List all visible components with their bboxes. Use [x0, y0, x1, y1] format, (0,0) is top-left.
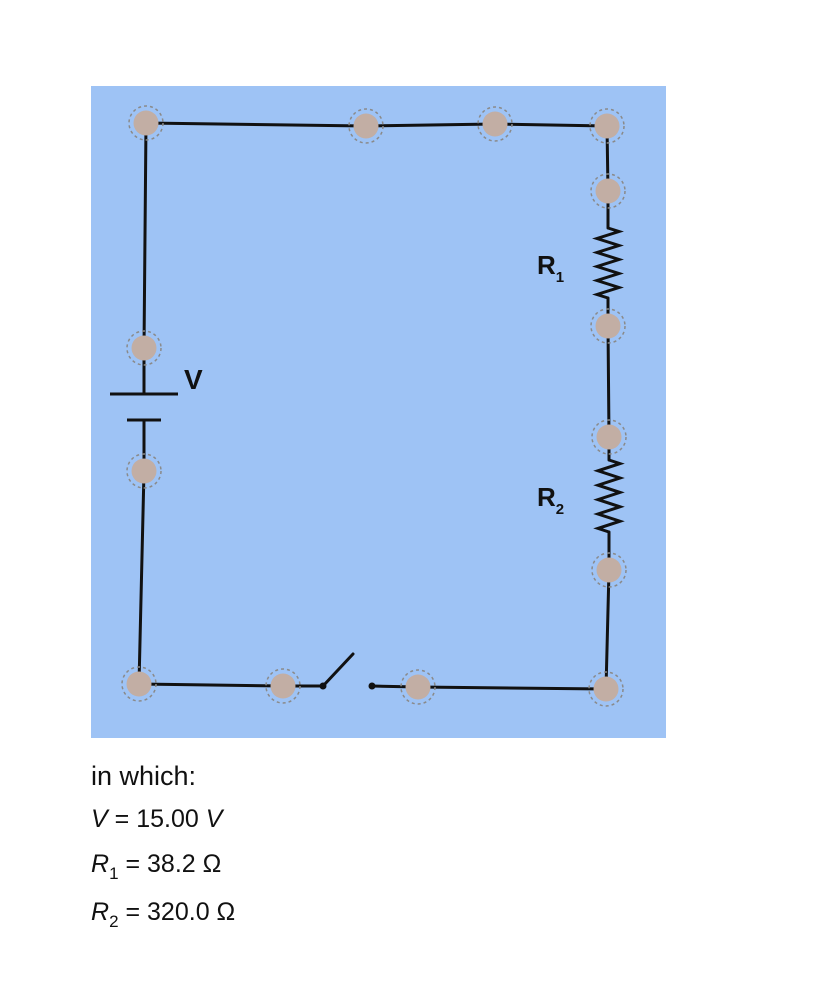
connection-node: [589, 108, 625, 144]
legend: in which: V = 15.00 V R1 = 38.2 Ω R2 = 3…: [91, 760, 591, 945]
connection-node: [590, 308, 626, 344]
node-top-corner: [594, 113, 620, 139]
node-top-mid: [353, 113, 379, 139]
node-bottom-right: [593, 676, 619, 702]
node-top-right-ring: [477, 106, 513, 142]
legend-value: 38.2: [147, 850, 196, 878]
legend-value: 320.0: [147, 898, 210, 926]
wire-bottom-right: [416, 685, 608, 691]
legend-value: 15.00: [136, 805, 199, 833]
connection-node: [126, 453, 162, 489]
node-bottom-mid-left: [270, 673, 296, 699]
node-r1-bottom-ring: [590, 308, 626, 344]
switch-pivot: [319, 682, 327, 690]
resistor-r1-zigzag: [592, 226, 624, 300]
wire-right-mid: [606, 324, 611, 439]
resistor-r2-zigzag: [593, 458, 625, 534]
switch-contact: [368, 682, 376, 690]
wire-top-left: [144, 121, 368, 128]
legend-intro: in which:: [91, 761, 197, 791]
legend-equals: =: [107, 805, 137, 833]
legend-symbol: R: [91, 898, 110, 926]
node-r2-bottom: [596, 557, 622, 583]
circuit-diagram: V R1 R2: [91, 86, 666, 738]
r2-label-main: R: [537, 482, 556, 512]
legend-symbol: R: [91, 850, 110, 878]
node-r1-bottom: [595, 313, 621, 339]
r1-label: R1: [537, 250, 564, 286]
node-top-left: [133, 110, 159, 136]
node-top-left-ring: [128, 105, 164, 141]
connection-node: [588, 671, 624, 707]
wire-right-bottom: [604, 568, 611, 691]
node-top-right: [482, 111, 508, 137]
legend-symbol: V: [91, 805, 108, 833]
node-bottom-left-ring: [121, 666, 157, 702]
wire-left-upper: [142, 121, 148, 350]
connection-node: [591, 419, 627, 455]
legend-unit: V: [205, 805, 223, 833]
connection-node: [400, 669, 436, 705]
node-bottom-mid-right-ring: [400, 669, 436, 705]
connection-node: [348, 108, 384, 144]
node-bottom-right-ring: [588, 671, 624, 707]
legend-subscript: 1: [109, 864, 119, 883]
legend-equals: =: [118, 898, 148, 926]
r2-label-sub: 2: [556, 501, 564, 518]
node-top-corner-ring: [589, 108, 625, 144]
circuit-background: [91, 86, 666, 738]
legend-subscript: 2: [109, 912, 119, 931]
legend-row-r2: R2 = 320.0 Ω: [91, 897, 591, 931]
node-battery-top-ring: [126, 330, 162, 366]
node-top-mid-ring: [348, 108, 384, 144]
wire-top-mid: [364, 122, 497, 128]
connection-node: [591, 552, 627, 588]
wire-bottom-left: [137, 682, 285, 688]
connection-node: [126, 330, 162, 366]
node-battery-bottom: [131, 458, 157, 484]
node-bottom-mid-left-ring: [265, 668, 301, 704]
r1-label-main: R: [537, 250, 556, 280]
node-r2-top-ring: [591, 419, 627, 455]
legend-unit: Ω: [216, 898, 236, 926]
legend-row-r1: R1 = 38.2 Ω: [91, 849, 591, 883]
wire-left-lower: [137, 469, 146, 686]
connection-node: [477, 106, 513, 142]
wire-top-right: [493, 122, 609, 128]
node-r2-bottom-ring: [591, 552, 627, 588]
r2-label: R2: [537, 482, 564, 518]
r1-label-sub: 1: [556, 269, 564, 286]
connection-node: [121, 666, 157, 702]
node-r1-top: [595, 178, 621, 204]
components: [110, 226, 625, 690]
connection-node: [128, 105, 164, 141]
node-r1-top-ring: [590, 173, 626, 209]
circuit-canvas: V R1 R2: [91, 86, 666, 738]
node-bottom-mid-right: [405, 674, 431, 700]
node-battery-top: [131, 335, 157, 361]
connection-node: [265, 668, 301, 704]
connection-node: [590, 173, 626, 209]
battery-label: V: [184, 364, 203, 395]
legend-unit: Ω: [202, 850, 222, 878]
switch-blade: [321, 652, 355, 688]
nodes: [121, 105, 627, 707]
node-bottom-left: [126, 671, 152, 697]
legend-row-voltage: V = 15.00 V: [91, 804, 591, 834]
node-battery-bottom-ring: [126, 453, 162, 489]
node-r2-top: [596, 424, 622, 450]
legend-equals: =: [118, 850, 148, 878]
